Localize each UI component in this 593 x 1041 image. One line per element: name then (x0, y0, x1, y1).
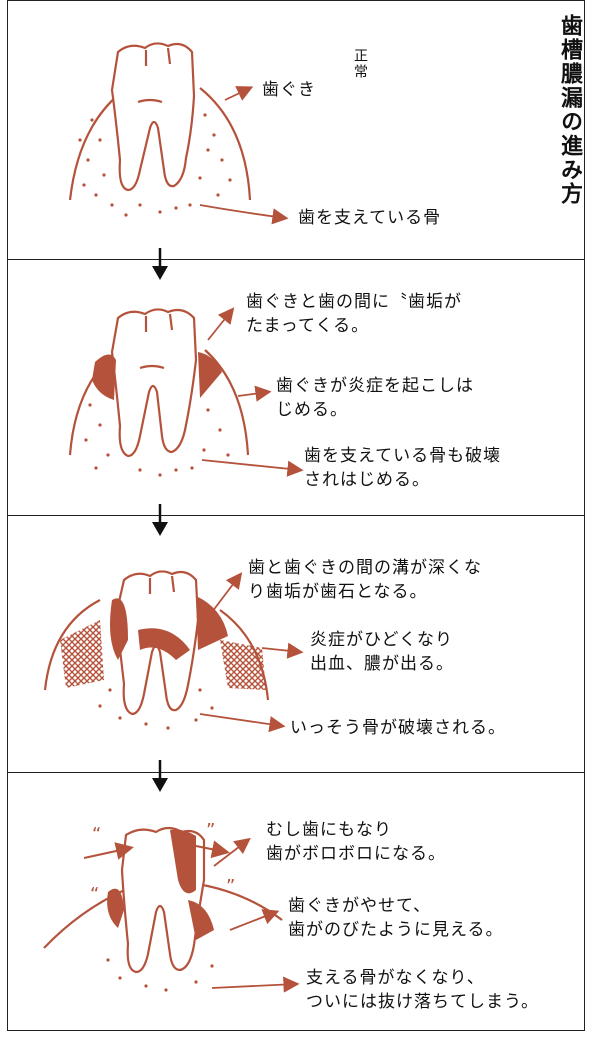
stage2-note2-line2: じめる。 (276, 400, 348, 420)
stage4-note3-line1: 支える骨がなくなり、 (306, 968, 485, 988)
bone-dots (84, 403, 230, 477)
stage-divider (7, 515, 585, 516)
bone-label: 歯を支えている骨 (298, 208, 442, 228)
stage2-note1-line2: たまってくる。 (246, 316, 370, 336)
svg-text:“: “ (92, 824, 101, 845)
stage1-tag: 正常 (352, 48, 368, 80)
gum-label: 歯ぐき (262, 80, 316, 100)
stage2-note3-line1: 歯を支えている骨も破壊 (304, 446, 502, 466)
stage-divider (7, 259, 585, 260)
svg-text:”: ” (206, 820, 215, 841)
svg-text:”: ” (226, 876, 235, 897)
bone-dots (98, 688, 214, 730)
stage4-note1-line1: むし歯にもなり (266, 820, 392, 840)
down-arrow-icon (152, 760, 168, 792)
stage2-note2-line1: 歯ぐきが炎症を起こしは (276, 376, 474, 396)
stage3-note1-line1: 歯と歯ぐきの間の溝が深くな (248, 558, 482, 578)
bone-dots (106, 958, 214, 992)
stage2-note1-line1: 歯ぐきと歯の間に〝歯垢が (246, 292, 462, 312)
svg-text:“: “ (90, 884, 99, 905)
down-arrow-icon (152, 504, 168, 536)
stage2-note3-line2: されはじめる。 (304, 470, 430, 490)
stage3-note1-line2: り歯垢が歯石となる。 (248, 582, 428, 602)
bone-dots (78, 113, 232, 217)
stage3-note2-line1: 炎症がひどくなり (310, 630, 453, 650)
down-arrow-icon (152, 248, 168, 280)
stage4-note1-line2: 歯がボロボロになる。 (266, 844, 446, 864)
stage4-note3-line2: ついには抜け落ちてしまう。 (306, 992, 539, 1012)
stage4-note2-line1: 歯ぐきがやせて、 (288, 896, 432, 916)
diagram-title: 歯槽膿漏の進み方 (557, 14, 582, 206)
stage4-note2-line2: 歯がのびたように見える。 (288, 920, 504, 940)
stage-divider (7, 772, 585, 773)
stage3-note3-line1: いっそう骨が破壊される。 (290, 718, 506, 738)
tooth-decayed (43, 826, 283, 974)
tooth-normal (68, 42, 252, 201)
stage3-note2-line2: 出血、膿が出る。 (310, 654, 454, 674)
